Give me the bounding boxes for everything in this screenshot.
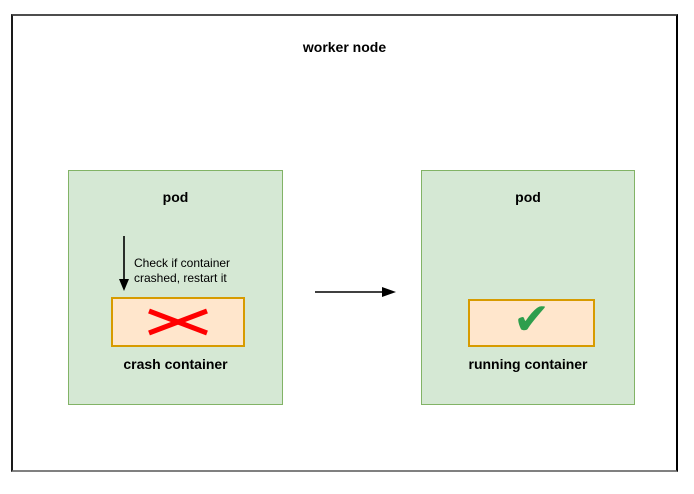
red-x-icon (148, 308, 208, 336)
green-check-icon: ✔ (513, 294, 550, 345)
restart-annotation-line-2: crashed, restart it (134, 271, 227, 285)
running-container-box: ✔ (468, 294, 595, 347)
crash-container-label: crash container (123, 356, 228, 372)
pod-left: pod (68, 170, 283, 405)
restart-down-arrow-icon (119, 236, 129, 291)
pod-left-label: pod (162, 189, 189, 205)
crash-container-box (111, 297, 245, 347)
restart-annotation: Check if container crashed, restart it (134, 256, 252, 286)
worker-node-title: worker node (302, 39, 387, 55)
pod-right-label: pod (515, 189, 541, 205)
flow-right-arrow-icon (315, 287, 396, 297)
pod-right: pod (421, 170, 635, 405)
restart-annotation-line-1: Check if container (134, 256, 231, 270)
running-container-label: running container (468, 356, 588, 372)
